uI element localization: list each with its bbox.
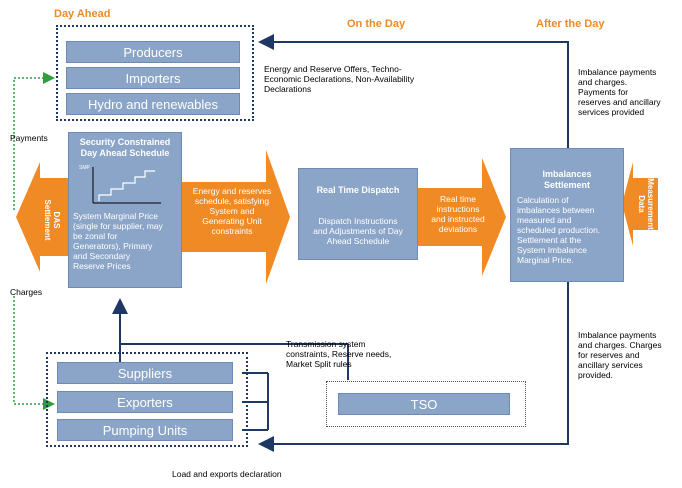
schedule-arrow-text: Energy and reserves schedule, satisfying… — [184, 186, 280, 236]
scs-body-line: be zonal for — [73, 231, 118, 241]
imb-body-line: Calculation of — [517, 195, 569, 205]
measurement-line1: Measurement — [646, 178, 655, 230]
measurement-data-label: Measurement Data — [637, 174, 655, 234]
header-on-the-day: On the Day — [347, 18, 406, 30]
header-day-ahead: Day Ahead — [54, 8, 111, 20]
imb-body-line: measured and — [517, 215, 572, 225]
imb-bottom-line: ancillary services — [578, 360, 643, 370]
rtd-body-line: Dispatch Instructions — [318, 216, 398, 226]
tso-box: TSO — [338, 393, 510, 415]
measurement-line2: Data — [637, 195, 646, 213]
exporters-box: Exporters — [57, 391, 233, 413]
payments-label: Payments — [10, 133, 48, 143]
transmission-note-line: Market Split rules — [286, 359, 352, 369]
imb-bottom-line: provided. — [578, 370, 613, 380]
imb-top-line: Imbalance payments — [578, 67, 657, 77]
scs-body-line: and Secondary — [73, 251, 131, 261]
imb-body-line: Settlement at the — [517, 235, 582, 245]
scs-title-line1: Security Constrained — [79, 137, 171, 147]
das-arrow — [16, 162, 68, 272]
imb-top-line: reserves and ancillary — [578, 97, 661, 107]
imb-top-line: Payments for — [578, 87, 629, 97]
rtd-body-line: Ahead Schedule — [326, 236, 390, 246]
measurement-arrow — [633, 178, 658, 230]
das-label-line2: Settlement — [43, 199, 52, 241]
imb-title-line1: Imbalances — [542, 169, 592, 179]
scs-box: Security Constrained Day Ahead Schedule … — [68, 132, 182, 288]
das-settlement-label: DAS Settlement — [43, 190, 61, 250]
imb-top-line: services provided — [578, 107, 645, 117]
offers-note-line: Declarations — [264, 84, 312, 94]
schedule-arrow-line: Energy and reserves — [192, 186, 272, 196]
rtd-title: Real Time Dispatch — [316, 185, 400, 195]
charges-label: Charges — [10, 287, 43, 297]
smp-chart-label: SMP — [79, 165, 90, 171]
offers-note: Energy and Reserve Offers, Techno- Econo… — [264, 64, 414, 94]
imb-top-line: and charges. — [578, 77, 628, 87]
pumping-units-box: Pumping Units — [57, 419, 233, 441]
instructions-arrow-line: Real time — [440, 194, 476, 204]
bottom-participants-group — [46, 352, 248, 447]
scs-body-line: System Marginal Price — [73, 211, 159, 221]
scs-title-line2: Day Ahead Schedule — [80, 148, 170, 158]
schedule-arrow-line: System and — [209, 206, 255, 216]
rtd-body: Dispatch Instructions and Adjustments of… — [299, 216, 417, 246]
imb-body-line: System Imbalance — [517, 245, 587, 255]
imb-bottom-line: for reserves and — [578, 350, 640, 360]
importers-box: Importers — [66, 67, 240, 89]
imbalance-top-note: Imbalance payments and charges. Payments… — [578, 67, 661, 117]
instructions-arrow — [418, 158, 506, 276]
transmission-note-line: Transmission system — [286, 339, 366, 349]
real-time-dispatch-box: Real Time Dispatch Dispatch Instructions… — [298, 168, 418, 260]
imbalances-settlement-box: Imbalances Settlement Calculation of imb… — [510, 148, 624, 282]
smp-chart: SMP — [79, 165, 171, 207]
smp-step-curve — [92, 167, 161, 204]
imbalance-bottom-arrow-line — [258, 282, 569, 452]
payments-dotted-line — [13, 72, 55, 210]
instructions-arrow-line: deviations — [438, 224, 478, 234]
suppliers-box: Suppliers — [57, 362, 233, 384]
offers-arrow-line — [258, 34, 569, 148]
measurement-arrow-left — [622, 162, 633, 246]
scs-body: System Marginal Price (single for suppli… — [69, 211, 181, 271]
scs-body-line: (single for supplier, may — [73, 221, 163, 231]
load-exports-note: Load and exports declaration — [172, 469, 282, 479]
transmission-note-line: constraints, Reserve needs, — [286, 349, 392, 359]
imb-bottom-line: and charges. Charges — [578, 340, 662, 350]
header-after-the-day: After the Day — [536, 18, 605, 30]
scs-body-line: Reserve Prices — [73, 261, 131, 271]
schedule-arrow-line: Generating Unit — [202, 216, 262, 226]
rtd-body-line: and Adjustments of Day — [313, 226, 403, 236]
scs-body-line: Generators), Primary — [73, 241, 153, 251]
instructions-arrow-text: Real time instructions and instructed de… — [420, 194, 496, 234]
imb-body-line: scheduled production. — [517, 225, 601, 235]
imb-title-line2: Settlement — [543, 180, 590, 190]
schedule-arrow — [182, 150, 290, 284]
schedule-arrow-line: schedule, satisfying — [194, 196, 270, 206]
producers-box: Producers — [66, 41, 240, 63]
offers-note-line: Energy and Reserve Offers, Techno- — [264, 64, 402, 74]
schedule-arrow-line: constraints — [211, 226, 253, 236]
transmission-note: Transmission system constraints, Reserve… — [286, 339, 391, 369]
imb-body: Calculation of imbalances between measur… — [511, 195, 623, 265]
imb-body-line: imbalances between — [517, 205, 595, 215]
tso-group — [326, 381, 526, 427]
charges-dotted-line — [13, 296, 55, 410]
imbalance-bottom-note: Imbalance payments and charges. Charges … — [578, 330, 662, 380]
imb-body-line: Marginal Price. — [517, 255, 574, 265]
offers-note-line: Economic Declarations, Non-Availability — [264, 74, 415, 84]
imb-bottom-line: Imbalance payments — [578, 330, 657, 340]
instructions-arrow-line: instructions — [436, 204, 480, 214]
hydro-renewables-box: Hydro and renewables — [66, 93, 240, 115]
top-participants-group — [56, 25, 254, 121]
das-label-line1: DAS — [52, 211, 61, 229]
instructions-arrow-line: and instructed — [431, 214, 485, 224]
